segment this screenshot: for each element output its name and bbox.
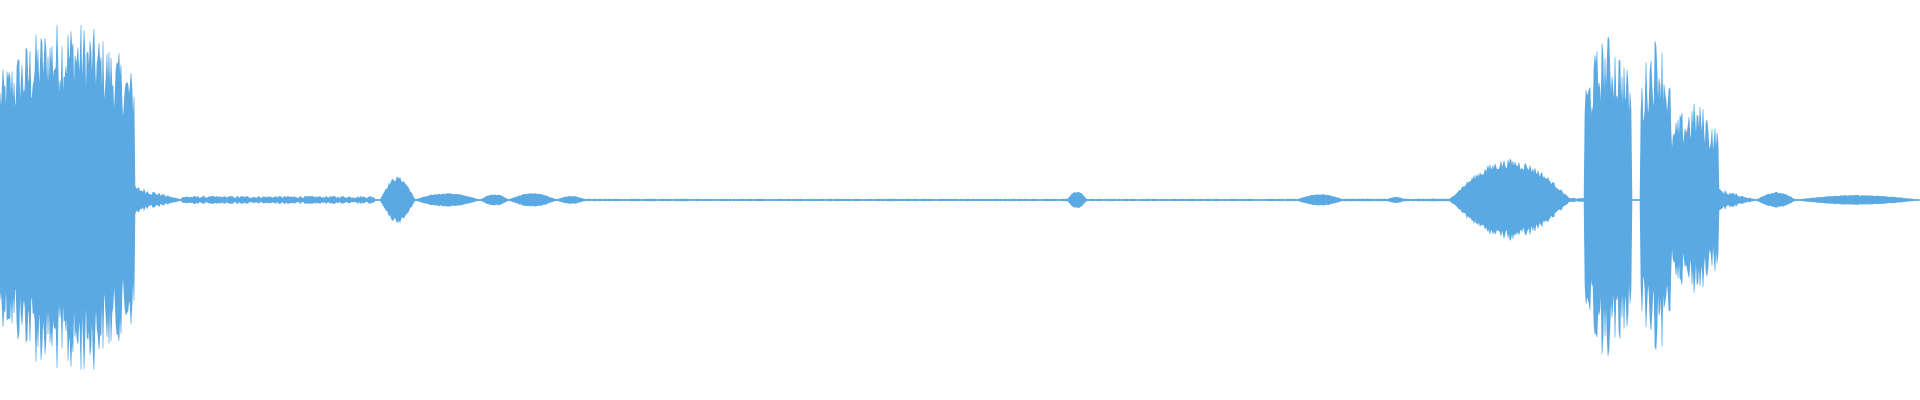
audio-waveform[interactable]: [0, 0, 1920, 400]
